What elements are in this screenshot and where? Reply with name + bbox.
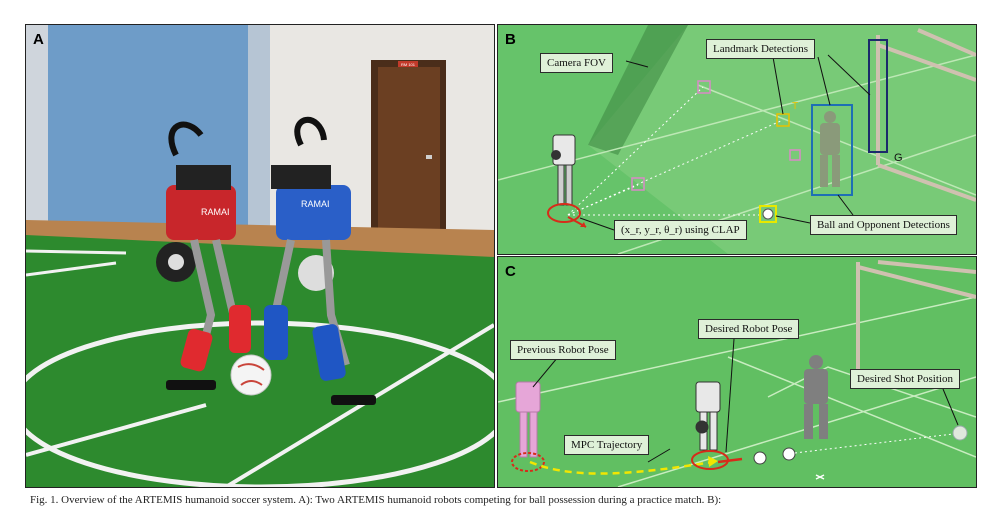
ball-box — [759, 205, 777, 223]
opponent-box — [811, 104, 853, 196]
door-handle — [426, 155, 432, 159]
camera-fov-edge — [588, 25, 688, 155]
desired-shot-callout: Desired Shot Position — [850, 369, 960, 389]
field-line — [767, 366, 976, 418]
heading-arrowhead — [580, 222, 586, 227]
leader-line — [725, 338, 735, 453]
panel-c-letter: C — [505, 263, 516, 280]
soccer-ball — [230, 354, 272, 396]
field-line — [26, 261, 117, 277]
landmark-box — [631, 177, 645, 191]
previous-robot — [515, 381, 541, 458]
panel-c-planning: C — [497, 256, 977, 488]
leader-line — [647, 448, 671, 463]
field-line — [498, 54, 976, 181]
desired-robot — [695, 381, 721, 451]
ball — [782, 447, 796, 461]
door-sign-text: RM 101 — [401, 62, 416, 67]
pose-ring — [547, 203, 581, 223]
leader-line — [532, 356, 559, 388]
landmark-box — [697, 80, 711, 94]
field-line — [727, 356, 976, 458]
desired-heading-arrow — [717, 457, 743, 464]
previous-pose-ring — [511, 452, 545, 472]
mpc-trajectory — [529, 460, 714, 475]
perception-diagram: T G — [498, 25, 976, 254]
wall-corner — [248, 25, 270, 240]
leader-line — [775, 215, 811, 224]
leader-line — [772, 56, 784, 115]
planning-diagram — [498, 260, 976, 487]
goal-g-label: G — [894, 152, 903, 164]
ball-trail — [753, 451, 767, 465]
svg-text:RAMAI: RAMAI — [301, 199, 330, 209]
leader-line — [827, 54, 871, 96]
field-line — [26, 403, 207, 457]
landmark-detections-callout: Landmark Detections — [706, 39, 815, 59]
leader-line — [579, 217, 615, 231]
detection-rays — [567, 86, 784, 216]
leader-line — [625, 60, 649, 68]
mpc-callout: MPC Trajectory — [564, 435, 650, 455]
pose-clap-callout: (x_r, y_r, θ_r) using CLAP — [614, 220, 747, 240]
field-line — [617, 376, 976, 487]
field-line — [26, 249, 127, 255]
red-robot: RAMAI — [156, 121, 251, 390]
blue-robot: RAMAI — [264, 117, 376, 405]
field-line — [498, 296, 976, 403]
panel-b-letter: B — [505, 31, 516, 48]
door — [378, 67, 440, 242]
ball — [762, 208, 774, 220]
landmark-box — [789, 149, 801, 161]
door-sign — [398, 61, 418, 67]
figure-caption: Fig. 1. Overview of the ARTEMIS humanoid… — [30, 494, 722, 506]
left-wall-edge — [26, 25, 48, 240]
ball-opponent-callout: Ball and Opponent Detections — [810, 215, 957, 235]
landmark-t-label: T — [792, 101, 798, 112]
opponent-robot — [804, 355, 828, 439]
svg-text:RAMAI: RAMAI — [201, 207, 230, 217]
panel-b-perception: B T G — [497, 24, 977, 255]
panel-a-letter: A — [33, 31, 44, 48]
goal-frame — [876, 28, 976, 202]
shot-line — [794, 433, 954, 454]
panel-a-photo: A RM 101 RAMAI — [25, 24, 495, 488]
field-mark — [815, 474, 825, 480]
leader-line — [837, 194, 854, 216]
previous-pose-callout: Previous Robot Pose — [510, 340, 616, 360]
desired-pose-callout: Desired Robot Pose — [698, 319, 800, 339]
center-circle — [26, 320, 494, 487]
goal-frame — [856, 260, 976, 377]
opponent-robot — [820, 111, 840, 187]
target-ball — [952, 425, 968, 441]
trajectory-arrowhead — [708, 456, 718, 467]
own-robot — [551, 134, 576, 206]
leader-line — [817, 56, 831, 106]
ball-pattern — [237, 363, 265, 386]
leader-line — [942, 388, 959, 426]
robot-soccer-photo: RM 101 RAMAI RAMA — [26, 25, 494, 487]
goal-box — [868, 39, 888, 153]
camera-fov-callout: Camera FOV — [540, 53, 613, 73]
